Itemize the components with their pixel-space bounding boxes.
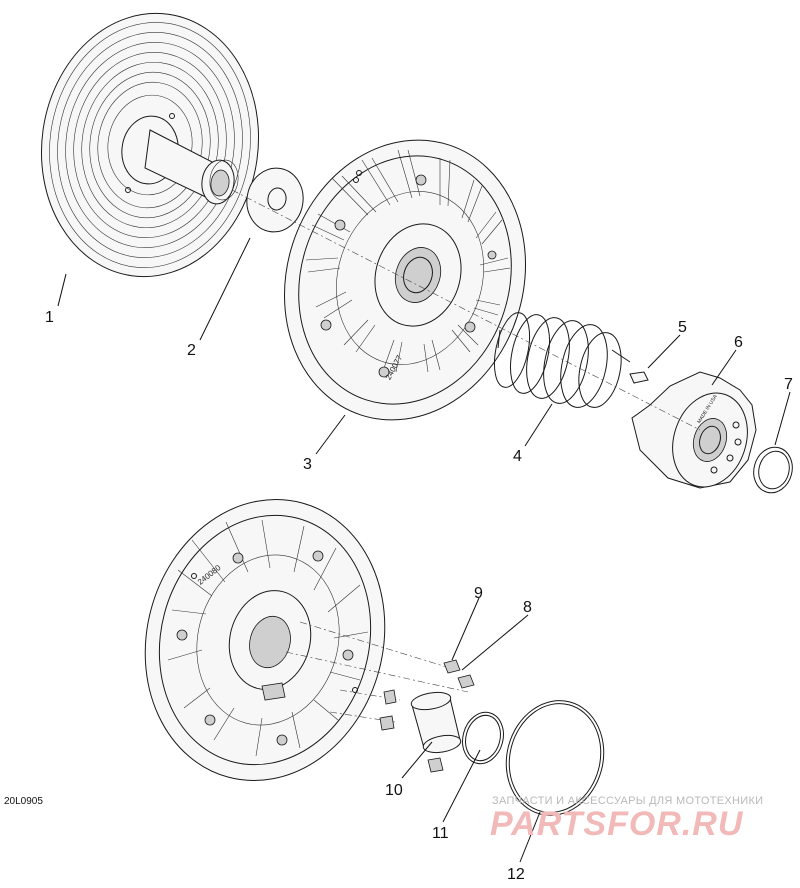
callout-1: 1 [45,309,54,326]
callout-11: 11 [432,825,449,842]
bushing-part-10 [410,691,462,754]
slider-shoe-part-5 [629,371,649,384]
callout-12: 12 [507,866,525,883]
watermark-logo: PARTSFOR.RU [490,805,744,843]
diagram-code: 20L0905 [4,796,43,807]
callout-5: 5 [678,319,687,336]
callout-3: 3 [303,456,312,473]
ring-part-12 [505,700,605,816]
movable-sheave-part-3: 240077 [284,139,526,421]
callout-10: 10 [385,782,403,799]
washer-part-2 [246,167,304,233]
watermark-tagline: ЗАПЧАСТИ И АКСЕССУАРЫ ДЛЯ МОТОТЕХНИКИ [492,795,764,807]
fixed-sheave-part-1 [40,12,260,278]
cam-part-6: MADE IN USA [631,371,757,489]
callout-2: 2 [187,342,196,359]
ring-part-11 [462,711,504,765]
callout-numbers: 1 2 3 4 5 6 7 8 9 10 11 12 [45,309,793,883]
callout-6: 6 [734,334,743,351]
callout-4: 4 [513,448,522,465]
sheave-rear-view: 240080 [144,498,386,782]
retaining-ring-part-7 [753,446,793,494]
callout-7: 7 [784,376,793,393]
callout-leaders [57,237,791,863]
callout-9: 9 [474,585,483,602]
cam-slider-buttons-part-8-9 [285,621,475,773]
callout-8: 8 [523,599,532,616]
